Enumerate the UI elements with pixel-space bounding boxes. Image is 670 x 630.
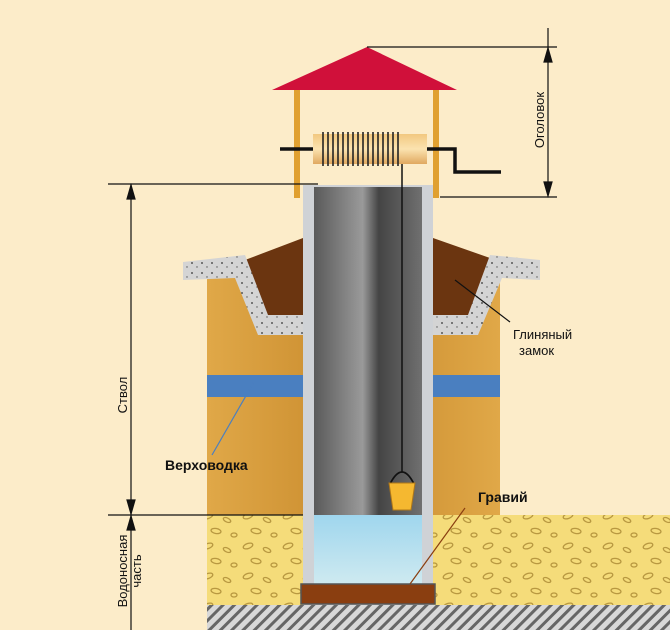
leader-perched-water	[211, 379, 256, 456]
label-perched-water: Верховодка	[165, 457, 248, 473]
concrete-apron-right	[433, 255, 540, 335]
post-right	[433, 88, 439, 198]
label-head: Оголовок	[532, 91, 547, 149]
bucket-handle	[389, 471, 415, 485]
leader-clay-lock	[454, 279, 511, 323]
label-clay-lock-line2: замок	[519, 343, 555, 358]
leader-gravel	[409, 507, 466, 585]
post-left	[294, 88, 300, 198]
label-clay-lock: Глиняный замок	[513, 327, 572, 359]
roof	[272, 47, 457, 90]
label-clay-lock-line1: Глиняный	[513, 327, 573, 342]
concrete-apron-left	[183, 255, 303, 335]
well-shaft-inner	[314, 187, 422, 515]
aquifer-sand-layer	[207, 515, 670, 605]
label-aquifer-line1: Водоносная	[115, 534, 130, 608]
label-aquifer: Водоносная часть	[115, 521, 144, 621]
label-gravel: Гравий	[478, 489, 528, 505]
well-water	[314, 515, 422, 585]
dimension-lines	[108, 28, 557, 630]
label-aquifer-line2: часть	[129, 554, 144, 588]
bucket-icon	[388, 482, 416, 511]
label-shaft: Ствол	[115, 376, 130, 414]
crank-handle	[280, 147, 501, 174]
perched-water-band-left	[207, 375, 303, 397]
gravel-bed	[300, 583, 436, 605]
windlass-drum	[313, 134, 427, 164]
perched-water-band-right	[433, 375, 500, 397]
rope-coil	[322, 132, 399, 166]
bedrock-hatch	[207, 605, 670, 630]
